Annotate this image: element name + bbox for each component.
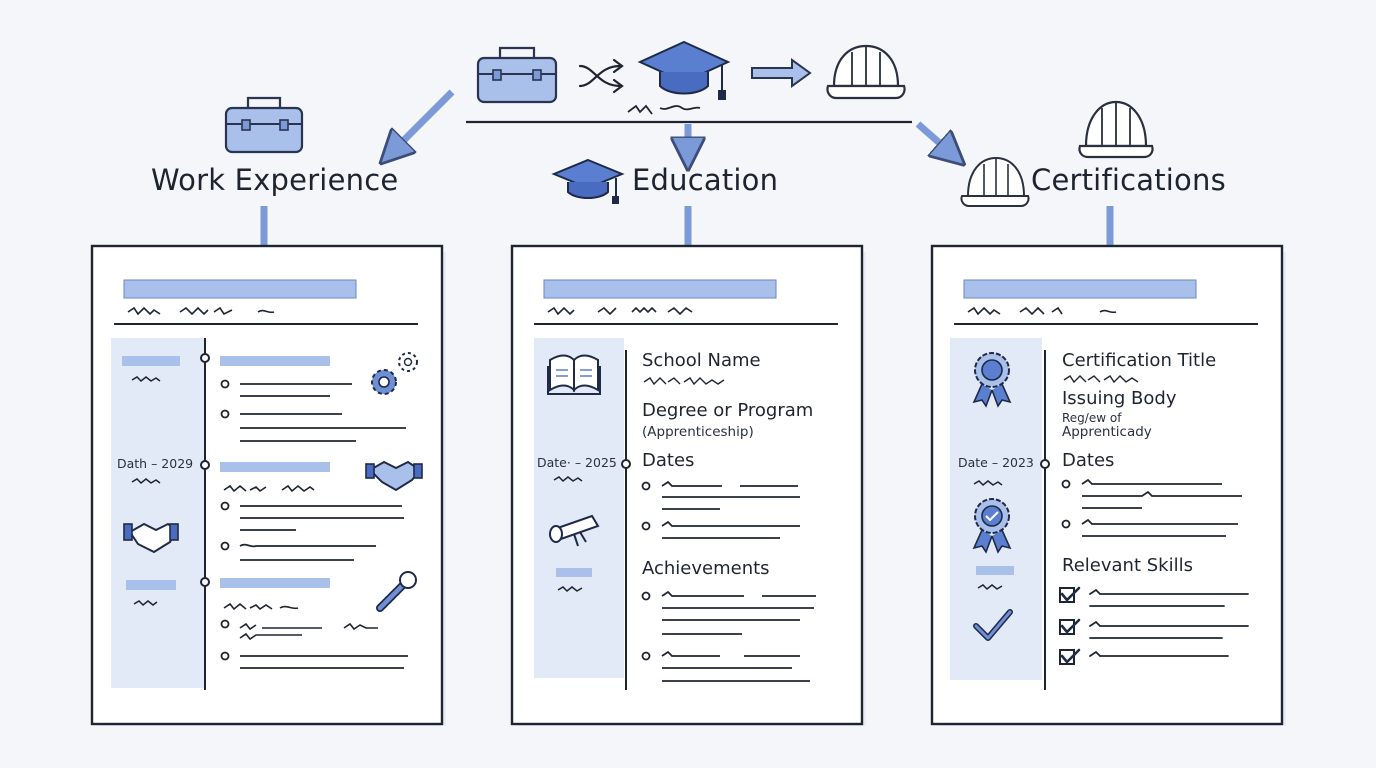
degree-note-label: (Apprenticeship): [642, 424, 754, 440]
shuffle-icon: [578, 58, 624, 94]
education-dates-label: Dates: [642, 450, 695, 471]
check-icon: [973, 609, 1013, 641]
top-arrow-right-icon: [751, 58, 812, 88]
relevant-skills-label: Relevant Skills: [1062, 555, 1193, 576]
open-book-icon: [547, 354, 601, 395]
top-scribble: [627, 104, 701, 115]
top-graduation-cap-icon: [637, 40, 731, 100]
cert-title-label: Certification Title: [1062, 350, 1217, 371]
issuer-note-2: Apprenticady: [1062, 424, 1152, 440]
top-hard-hat-icon: [826, 44, 906, 100]
certifications-document: [930, 244, 1286, 726]
checkbox-icon: [1059, 586, 1249, 665]
cert-hard-hat-small-icon: [960, 156, 1030, 207]
school-name-label: School Name: [642, 350, 761, 371]
cert-dates-label: Dates: [1062, 450, 1115, 471]
top-toolbox-icon: [476, 46, 558, 104]
diploma-icon: [549, 514, 600, 547]
cert-hard-hat-large-icon: [1078, 100, 1154, 159]
degree-label: Degree or Program: [642, 400, 814, 421]
arrow-to-work: [392, 89, 455, 152]
award-check-icon: [972, 498, 1012, 554]
education-title: Education: [632, 163, 779, 197]
achievements-label: Achievements: [642, 558, 770, 579]
award-ribbon-icon: [972, 352, 1012, 408]
education-document: [510, 244, 866, 726]
arrow-to-certifications: [915, 121, 952, 154]
certifications-title: Certifications: [1031, 163, 1226, 197]
wrench-icon: [376, 571, 417, 612]
gears-icon: [371, 352, 418, 395]
cert-date-label: Date – 2023: [958, 455, 1034, 470]
work-experience-title: Work Experience: [151, 163, 399, 197]
work-toolbox-icon: [224, 96, 304, 154]
work-date-label: Dath – 2029: [117, 456, 194, 471]
education-cap-icon: [551, 158, 625, 204]
work-document: [90, 244, 446, 726]
handshake-icon-doc: [365, 460, 423, 492]
education-date-label: Date· – 2025: [537, 455, 617, 470]
issuer-note-1: Reg/ew of: [1062, 411, 1122, 425]
issuing-body-label: Issuing Body: [1062, 388, 1177, 409]
handshake-icon-sidebar: [123, 522, 179, 554]
